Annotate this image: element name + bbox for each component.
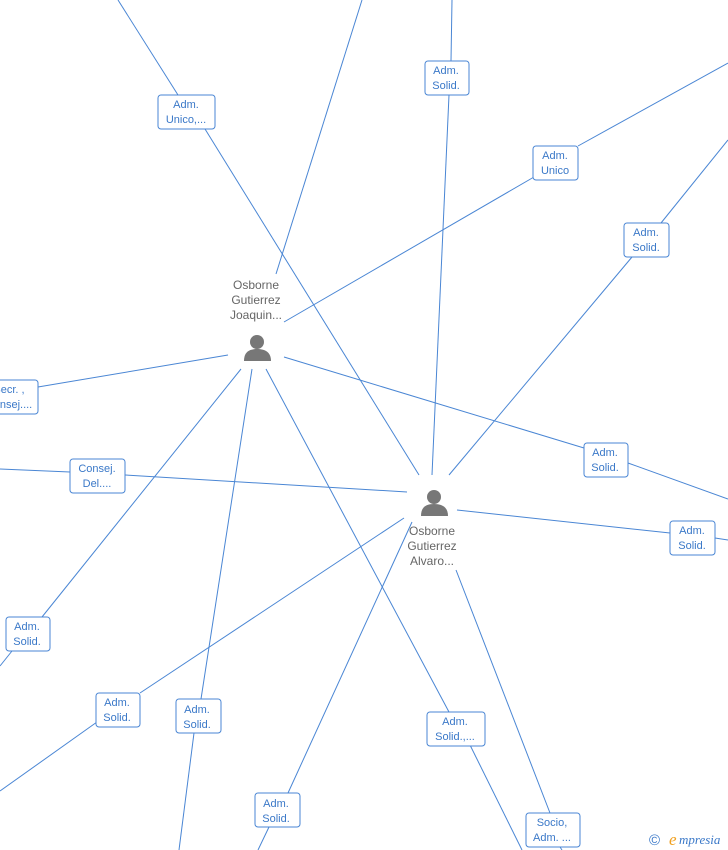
relation-label[interactable]: Adm. Solid. (5, 616, 51, 652)
person-icon (244, 335, 271, 361)
edge (660, 139, 728, 224)
edge (139, 517, 405, 694)
person-node-joaquin[interactable]: Osborne Gutierrez Joaquin... (230, 278, 282, 361)
relation-text: Solid. (103, 712, 131, 724)
person-node-alvaro[interactable]: Osborne Gutierrez Alvaro... (407, 490, 457, 568)
relation-text: Adm. (442, 716, 468, 728)
relation-text: Solid. (432, 80, 460, 92)
person-name-line: Gutierrez (231, 293, 280, 307)
relation-text: Secr. , (0, 384, 25, 396)
person-name-line: Alvaro... (410, 554, 454, 568)
edge (450, 0, 453, 62)
relation-label[interactable]: Socio, Adm. ... (525, 812, 581, 848)
empresia-logo: © e mpresia (649, 830, 721, 849)
relation-text: Socio, (537, 817, 568, 829)
person-icon (421, 490, 448, 516)
relation-label[interactable]: Adm. Unico,... (157, 94, 216, 130)
relation-text: Adm. (679, 525, 705, 537)
relation-label[interactable]: Secr. , Consej.... (0, 379, 39, 415)
person-name-line: Osborne (409, 524, 455, 538)
person-nodes: Osborne Gutierrez Joaquin... Osborne Gut… (230, 278, 457, 568)
relation-text: Adm. (263, 798, 289, 810)
relation-text: Adm. (433, 65, 459, 77)
logo-letter: e (669, 830, 677, 849)
relation-text: Solid. (591, 462, 619, 474)
edge (287, 521, 413, 794)
relation-text: Adm. (542, 150, 568, 162)
relation-text: Consej. (78, 463, 115, 475)
relation-text: Unico,... (166, 114, 206, 126)
relation-text: Solid. (13, 636, 41, 648)
relation-text: Solid. (632, 242, 660, 254)
relation-text: Adm. (592, 447, 618, 459)
relation-label[interactable]: Adm. Solid. (175, 698, 222, 734)
edge (265, 368, 450, 713)
edge (431, 94, 450, 476)
edge (204, 128, 420, 476)
edge (627, 462, 728, 500)
relation-text: Adm. (104, 697, 130, 709)
relation-label[interactable]: Adm. Solid. (669, 520, 716, 556)
relation-labels: Adm. Unico,... Adm. Solid. Adm. Unico Ad… (0, 60, 716, 848)
relation-text: Solid. (183, 719, 211, 731)
copyright-icon: © (649, 832, 660, 849)
relation-text: Del.... (83, 478, 112, 490)
edge (283, 176, 535, 323)
relation-label[interactable]: Adm. Solid. (424, 60, 470, 96)
edge (178, 732, 195, 850)
edge (577, 62, 728, 147)
relation-text: Adm. ... (533, 832, 571, 844)
relation-text: Solid. (262, 813, 290, 825)
relation-text: Consej.... (0, 399, 32, 411)
relation-text: Unico (541, 165, 569, 177)
edge (714, 537, 728, 541)
person-name-line: Gutierrez (407, 539, 456, 553)
edge (469, 744, 523, 850)
person-name-line: Osborne (233, 278, 279, 292)
edge (275, 0, 363, 275)
edge (41, 368, 242, 618)
relation-text: Adm. (173, 99, 199, 111)
relation-label[interactable]: Adm. Solid. (623, 222, 670, 258)
relation-text: Adm. (14, 621, 40, 633)
edge (283, 356, 585, 449)
relation-label[interactable]: Adm. Solid. (254, 792, 301, 828)
person-name-line: Joaquin... (230, 308, 282, 322)
edge (200, 368, 253, 700)
edge (257, 826, 270, 850)
edge (456, 509, 671, 534)
relation-label[interactable]: Adm. Solid. (95, 692, 141, 728)
edge (0, 468, 71, 473)
edge (455, 569, 551, 814)
relation-label[interactable]: Consej. Del.... (69, 458, 126, 494)
relation-text: Adm. (184, 704, 210, 716)
relation-label[interactable]: Adm. Solid. (583, 442, 629, 478)
edge (0, 721, 98, 792)
relation-text: Solid. (678, 540, 706, 552)
relation-text: Solid.,... (435, 731, 475, 743)
logo-wordmark: mpresia (679, 832, 721, 847)
edge (448, 256, 633, 476)
edge (37, 354, 229, 388)
relation-label[interactable]: Adm. Unico (532, 145, 579, 181)
edge (117, 0, 179, 96)
edge (0, 650, 13, 667)
relation-text: Adm. (633, 227, 659, 239)
relation-label[interactable]: Adm. Solid.,... (426, 711, 486, 747)
edge (124, 474, 408, 493)
